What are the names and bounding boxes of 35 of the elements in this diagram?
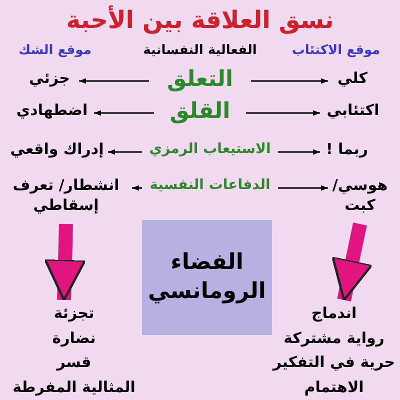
term-label: الاستيعاب الرمزي (148, 140, 272, 164)
term-label: ربما ! (322, 140, 372, 164)
list-item: قسر (56, 352, 92, 374)
term-label: التعلق (155, 66, 245, 96)
term-label: جزئي (22, 69, 77, 93)
list-item: حرية في التفكير (272, 352, 396, 374)
arrow (94, 110, 154, 116)
term-label: كلي (330, 69, 375, 93)
arrow (79, 78, 149, 84)
list-item: اندماج (311, 303, 357, 324)
arrow (44, 224, 86, 302)
term-label: اضطهادي (12, 101, 92, 125)
list-item: الاهتمام (304, 376, 364, 398)
term-label: انشطار/ تعرف إسقاطي (2, 176, 130, 220)
arrow (108, 149, 142, 155)
list-item: المثالية المفرطة (12, 376, 136, 398)
arrow (246, 110, 320, 116)
term-label: الدفاعات النفسية (148, 176, 272, 200)
term-label: هوسي/ كبت (330, 176, 390, 220)
arrow (278, 185, 328, 191)
column-heading: موقع الاكتئاب (290, 42, 382, 60)
arrow (278, 149, 320, 155)
column-heading: الفعالية النفسانية (142, 42, 258, 60)
term-label: اكتئابي (322, 101, 384, 125)
arrow (331, 222, 373, 302)
concept-box: الفضاء الرومانسي (142, 220, 272, 335)
term-label: إدراك واقعي (8, 140, 106, 164)
arrow (132, 185, 142, 191)
title: نسق العلاقة بين الأحبة (65, 4, 335, 36)
arrow (251, 78, 328, 84)
list-item: رواية مشتركة (284, 328, 384, 349)
column-heading: موقع الشك (18, 42, 92, 60)
list-item: تجزئة (54, 303, 94, 324)
list-item: نضارة (52, 328, 96, 349)
term-label: القلق (160, 98, 240, 128)
